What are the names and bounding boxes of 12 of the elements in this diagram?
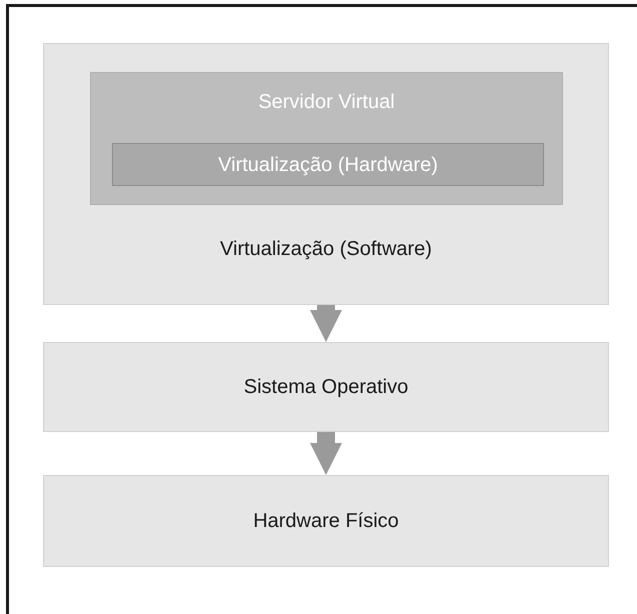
box-label: Sistema Operativo	[244, 375, 408, 400]
down-arrow	[310, 432, 342, 475]
down-arrow	[310, 305, 342, 342]
software-layer-box	[43, 43, 609, 305]
virtual-server-box	[90, 72, 563, 205]
box-label: Virtualização (Hardware)	[218, 152, 438, 178]
hardware-layer-box	[43, 475, 609, 567]
os-layer-box	[43, 342, 609, 432]
hardware-virtualization-bar	[112, 143, 544, 186]
box-label: Servidor Virtual	[258, 90, 395, 115]
box-label: Hardware Físico	[253, 509, 399, 534]
box-label: Virtualização (Software)	[220, 237, 432, 262]
